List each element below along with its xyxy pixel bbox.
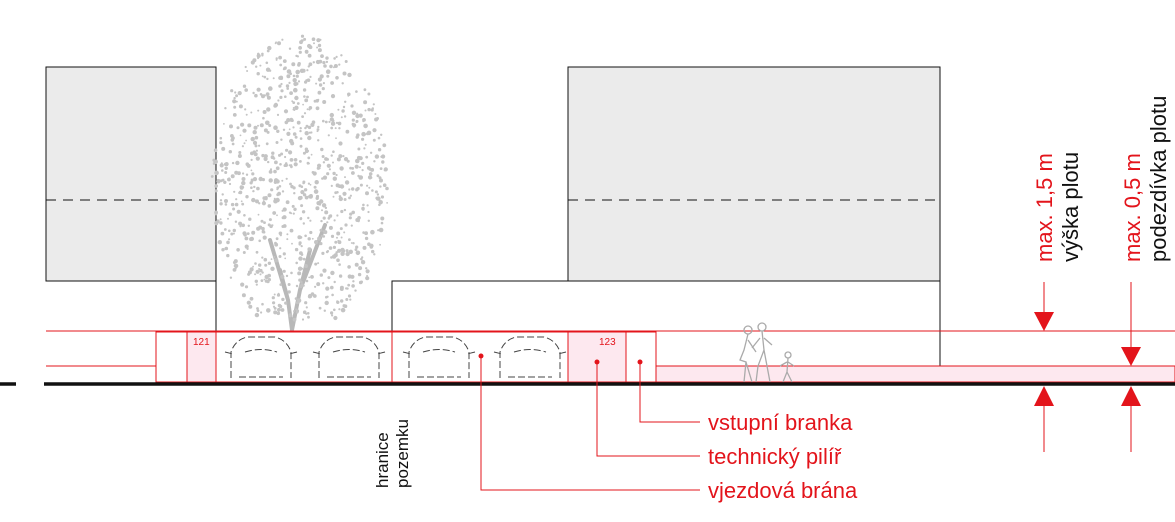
callout-driveway-label: vjezdová brána (708, 478, 858, 503)
car-icon (312, 336, 386, 378)
base-height-label: podezdívka plotu (1146, 96, 1171, 262)
pillar-121-number: 121 (193, 337, 210, 348)
arrow-up-icon (1121, 386, 1141, 406)
cars-group (224, 336, 567, 378)
pillar-123-number: 123 (599, 337, 616, 348)
car-icon (402, 336, 476, 378)
base-height-value: max. 0,5 m (1120, 153, 1145, 262)
driveway-marker-dot (478, 353, 484, 359)
callout-pillar-label: technický pilíř (708, 444, 842, 469)
callout-gate-label: vstupní branka (708, 410, 853, 435)
pillar-marker-dot (594, 359, 600, 365)
callout-leaders (480, 356, 700, 491)
boundary-label: hranice pozemku (373, 419, 412, 488)
pedestrians-icon (739, 322, 795, 383)
gate-marker-dot (637, 359, 643, 365)
entrance-gate (625, 331, 657, 383)
car-icon (493, 336, 567, 378)
fence-height-value: max. 1,5 m (1032, 153, 1057, 262)
dimension-base-height: max. 0,5 m podezdívka plotu (1120, 96, 1171, 452)
arrow-down-icon (1121, 347, 1141, 366)
dimension-fence-height: max. 1,5 m výška plotu (1032, 152, 1083, 452)
boundary-label-line2: pozemku (393, 419, 412, 488)
building-left (45, 66, 217, 282)
fence-height-label: výška plotu (1058, 152, 1083, 262)
building-right (567, 66, 941, 282)
arrow-up-icon (1034, 386, 1054, 406)
car-icon (224, 336, 298, 378)
arrow-down-icon (1034, 312, 1054, 331)
tree-icon (210, 34, 389, 382)
fence-base-strip (655, 365, 1175, 383)
pillar-121 (186, 331, 217, 383)
boundary-label-line1: hranice (373, 432, 392, 488)
